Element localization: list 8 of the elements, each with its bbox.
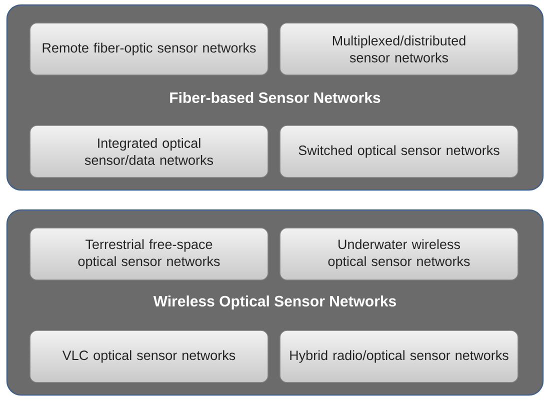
network-box: VLC optical sensor networks bbox=[30, 330, 268, 383]
network-box: Underwater wireless optical sensor networks bbox=[280, 228, 518, 280]
network-box: Switched optical sensor networks bbox=[280, 125, 518, 178]
network-box: Hybrid radio/optical sensor networks bbox=[280, 330, 518, 383]
network-box: Terrestrial free-space optical sensor networks bbox=[30, 228, 268, 280]
network-box: Remote fiber-optic sensor networks bbox=[30, 22, 268, 76]
network-box: Multiplexed/distributed sensor networks bbox=[280, 22, 518, 76]
network-box: Integrated optical sensor/data networks bbox=[30, 125, 268, 178]
